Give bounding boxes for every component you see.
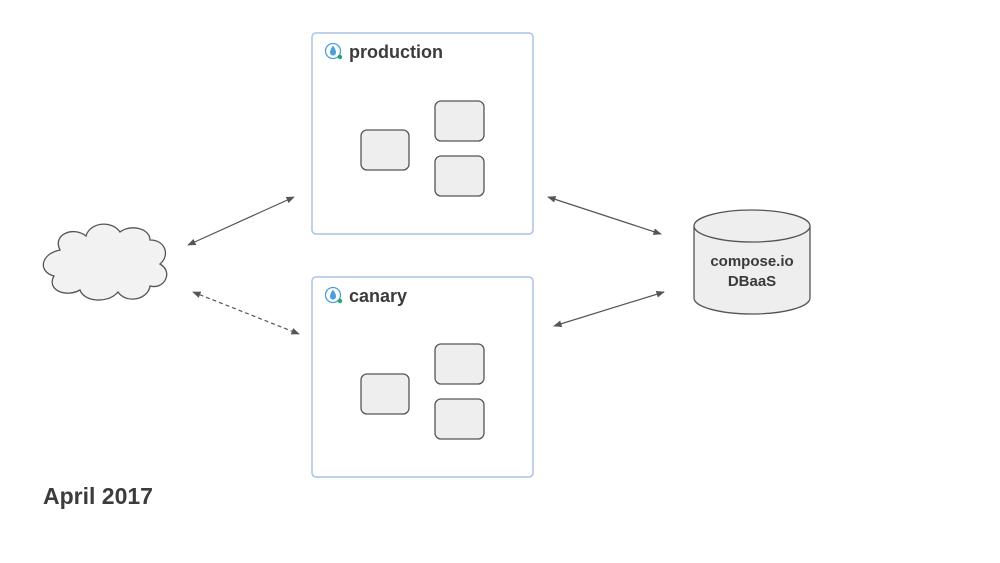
server-node [434,343,485,385]
date-label: April 2017 [43,483,153,509]
cloud-icon [42,223,168,301]
server-node [434,398,485,440]
server-node [434,155,485,197]
status-dot [337,298,343,304]
database-label-line2: DBaaS [728,273,776,290]
water-drop-icon [324,42,343,60]
server-node [434,100,485,142]
server-node [360,373,410,415]
database-cylinder-icon: compose.io DBaaS [693,209,811,315]
water-drop-icon [324,286,343,304]
arrow-cloud-canary [192,291,300,335]
environment-production: production [311,32,534,235]
arrow-canary-database [553,291,665,327]
status-dot [337,54,343,60]
environment-canary-label: canary [349,286,407,306]
environment-production-label: production [349,42,443,62]
server-node [360,129,410,171]
database-label-line1: compose.io [710,253,793,270]
environment-canary-box [311,276,534,478]
arrow-cloud-production [187,196,295,246]
environment-production-box [311,32,534,235]
arrow-production-database [547,196,662,235]
environment-canary: canary [311,276,534,478]
